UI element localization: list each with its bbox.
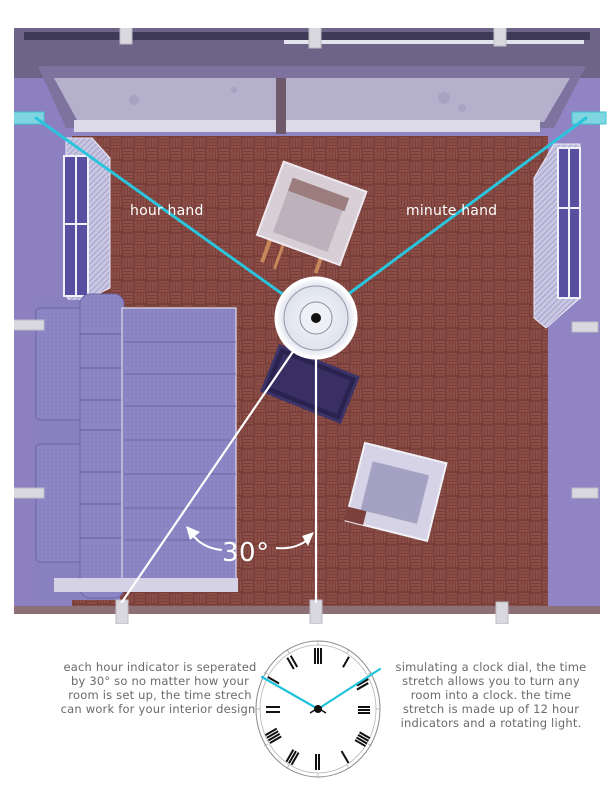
side-table <box>260 344 360 424</box>
room-floorplan-svg <box>7 21 607 625</box>
light-beams <box>34 116 588 604</box>
hour-indicator-10 <box>7 319 45 331</box>
hour-indicator-5 <box>571 487 599 499</box>
hour-indicator-8 <box>115 599 129 625</box>
clock-minute-hand <box>316 667 382 711</box>
hour-indicator-2 <box>308 25 322 49</box>
right-caption: simulating a clock dial, the time stretc… <box>395 660 587 730</box>
roman-numerals <box>264 648 371 770</box>
clock-hour-hand <box>260 675 320 711</box>
hour-indicator-12-active <box>571 111 607 125</box>
room-illustration: hour hand minute hand 30° <box>7 21 614 625</box>
clock-center-pin <box>314 705 322 713</box>
reference-line-8 <box>120 316 318 604</box>
hour-indicator-7 <box>309 599 323 625</box>
hour-indicator-1 <box>119 21 133 45</box>
angle-label: 30° <box>222 538 270 568</box>
ceiling-light <box>274 276 358 360</box>
clock-dial <box>252 636 384 786</box>
hour-indicator-6 <box>495 601 509 625</box>
radiator-right <box>533 143 581 329</box>
clock-face-svg <box>255 640 382 778</box>
hour-hand-label: hour hand <box>130 203 204 219</box>
minute-ticks <box>256 641 380 777</box>
sofa <box>34 293 238 600</box>
chair-top <box>255 160 368 274</box>
hour-indicator-4 <box>571 321 599 333</box>
hour-indicator-3 <box>493 23 507 47</box>
hour-hand-beam <box>34 116 318 320</box>
left-caption: each hour indicator is seperated by 30° … <box>60 660 260 716</box>
chair-bottom-right <box>343 441 448 543</box>
minute-hand-beam <box>314 116 588 320</box>
clock-hands <box>260 667 382 711</box>
hour-indicator-9 <box>7 487 45 499</box>
minute-hand-label: minute hand <box>406 203 498 219</box>
radiator-left <box>63 137 111 307</box>
